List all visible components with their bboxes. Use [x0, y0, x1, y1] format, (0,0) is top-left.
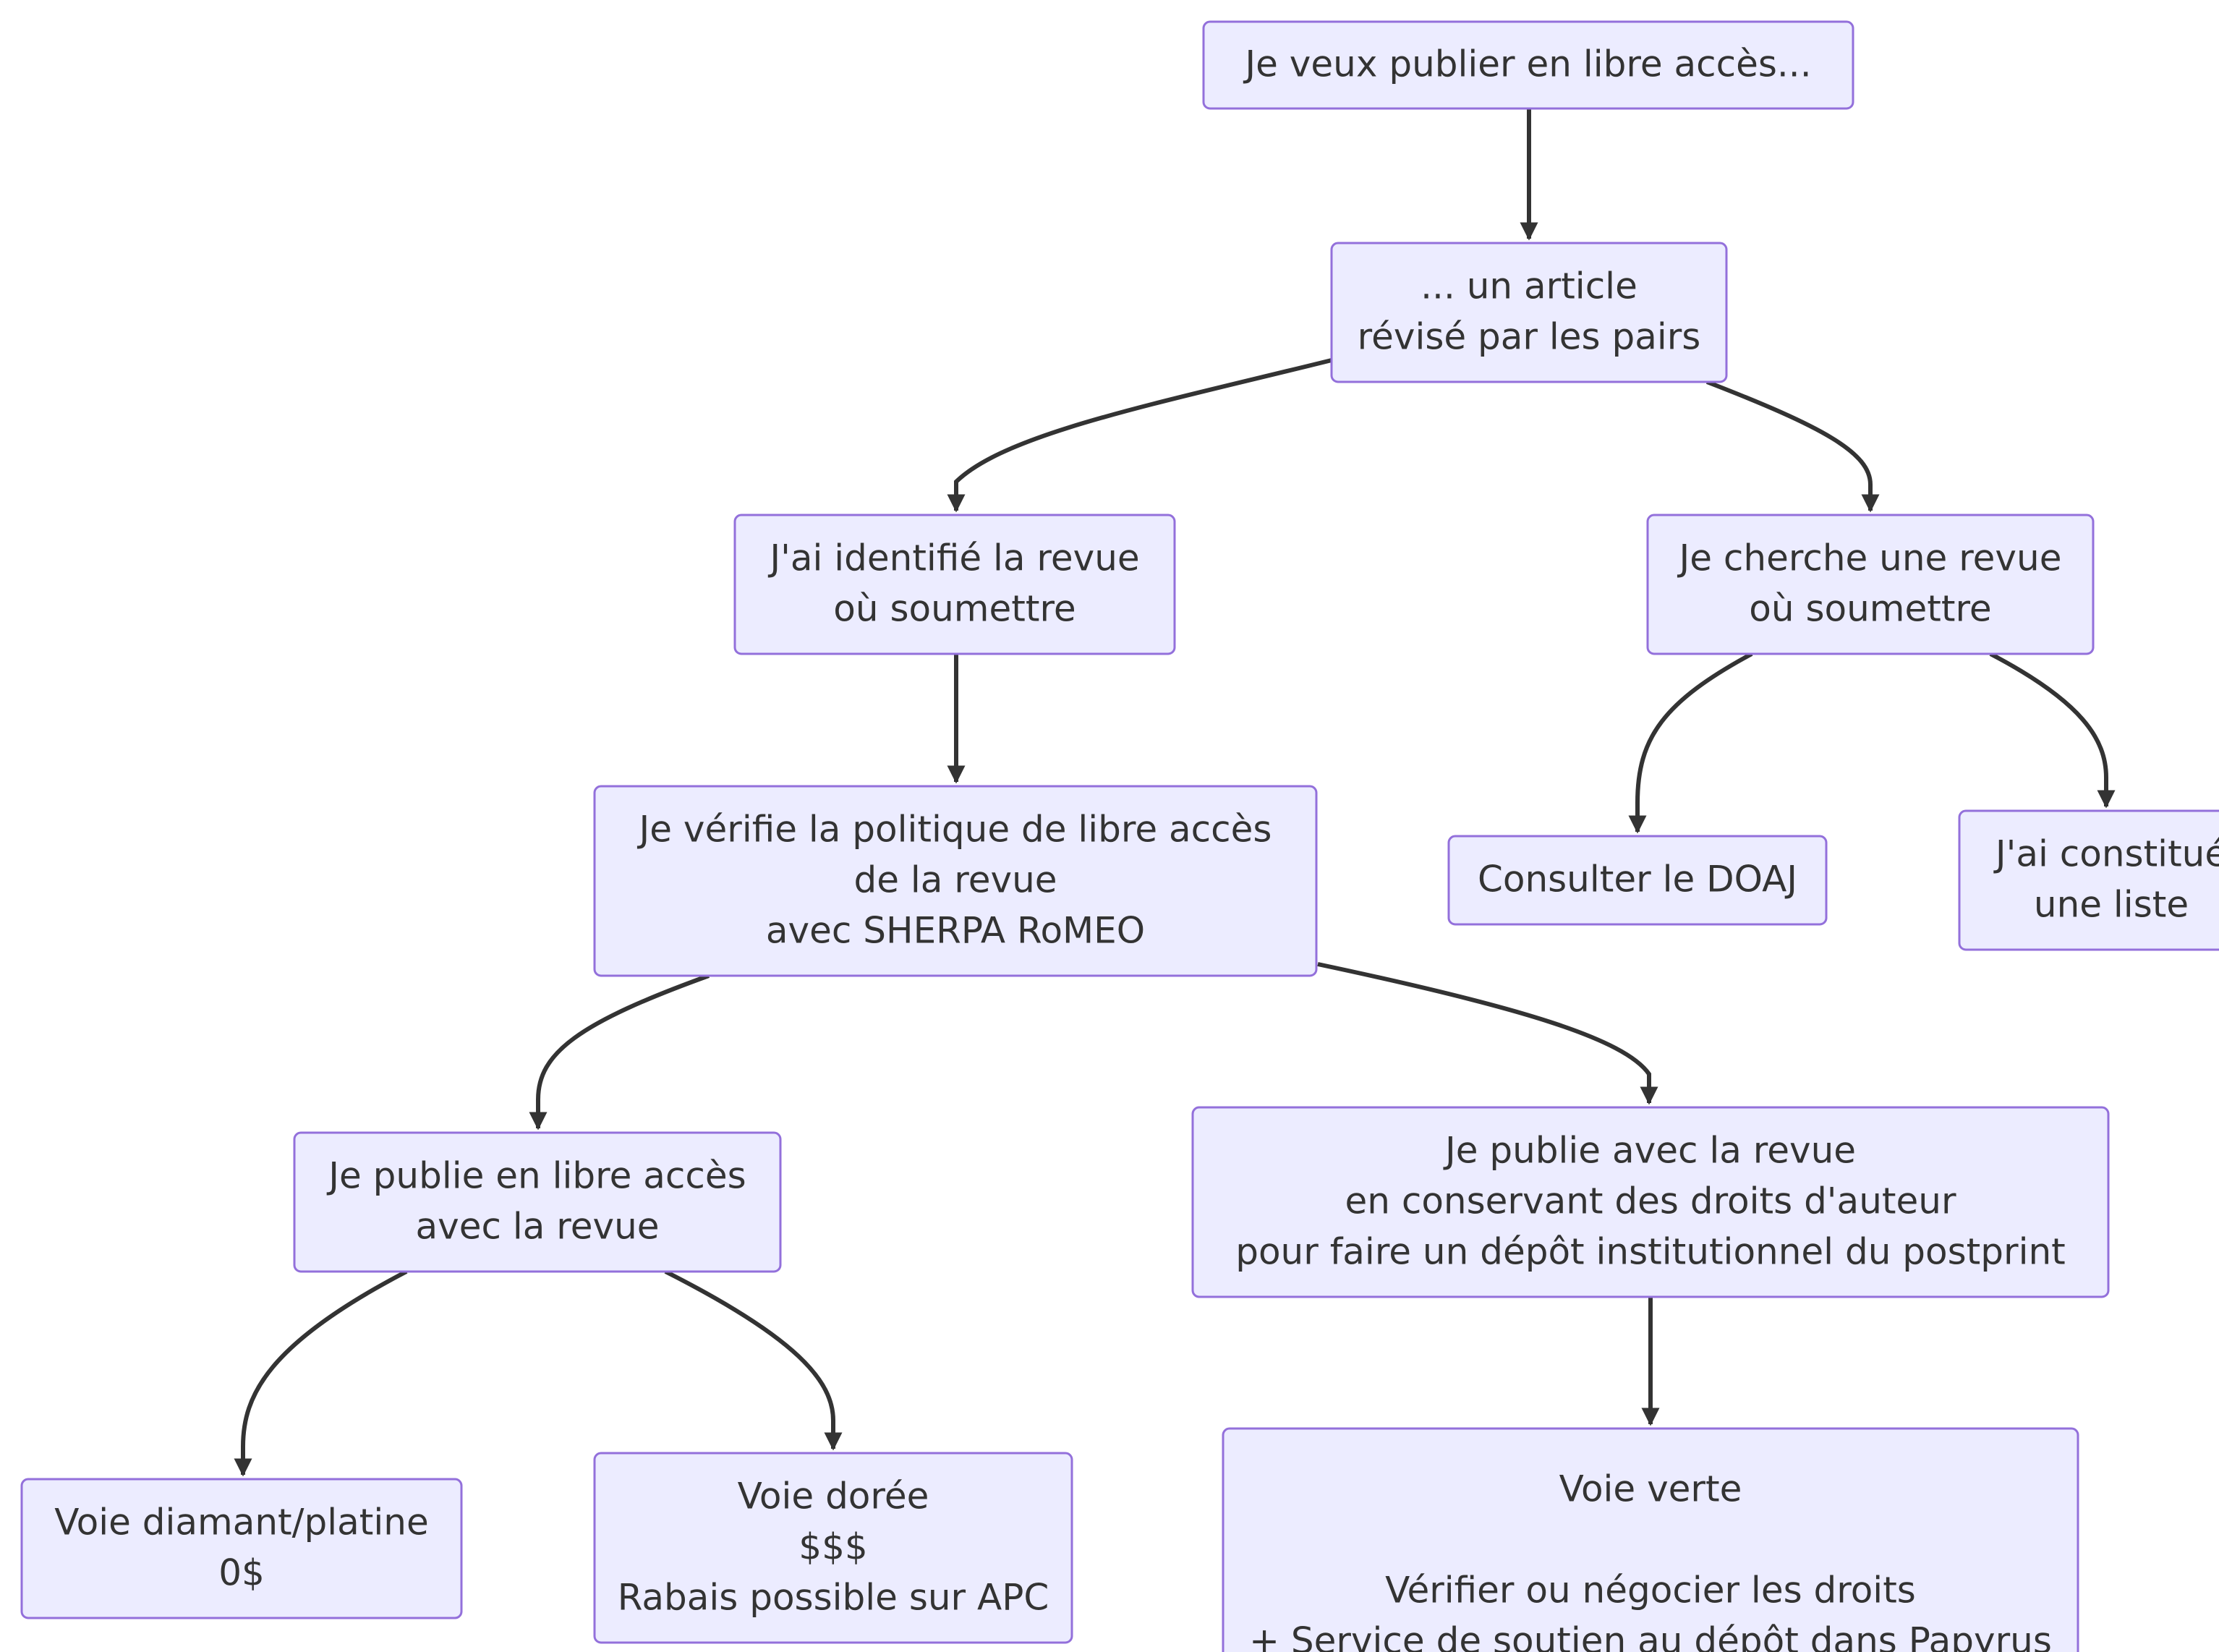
- node-label-search-line-1: où soumettre: [1749, 587, 1991, 629]
- edge-verify-to-publish_oa: [529, 974, 710, 1131]
- node-publish_rights: Je publie avec la revue en conservant des…: [1191, 1106, 2110, 1298]
- node-label-article-line-0: ... un article: [1421, 265, 1637, 307]
- node-gold: Voie dorée $$$ Rabais possible sur APC: [593, 1452, 1073, 1644]
- node-doaj: Consulter le DOAJ: [1447, 835, 1828, 926]
- node-start: Je veux publier en libre accès...: [1202, 20, 1854, 110]
- node-article: ... un article révisé par les pairs: [1330, 242, 1728, 383]
- node-label-list-line-1: une liste: [2034, 883, 2189, 925]
- node-label-verify-line-2: avec SHERPA RoMEO: [766, 909, 1145, 951]
- node-label-article-line-1: révisé par les pairs: [1358, 315, 1701, 357]
- node-label-diamond-line-1: 0$: [218, 1551, 265, 1593]
- node-box-publish_rights: [1191, 1106, 2110, 1298]
- node-diamond: Voie diamant/platine 0$: [20, 1478, 463, 1619]
- node-box-list: [1958, 809, 2219, 951]
- node-box-green: [1222, 1427, 2079, 1652]
- edge-article-to-identified: [947, 358, 1332, 513]
- node-box-doaj: [1447, 835, 1828, 926]
- node-label-green-line-0: Voie verte: [1559, 1468, 1742, 1510]
- node-list: J'ai constitué une liste: [1958, 809, 2219, 951]
- nodes-layer: Je veux publier en libre accès... ... un …: [20, 20, 2219, 1652]
- node-label-green-line-2: Vérifier ou négocier les droits: [1385, 1569, 1916, 1611]
- node-label-diamond-line-0: Voie diamant/platine: [54, 1501, 428, 1543]
- node-label-gold-line-2: Rabais possible sur APC: [618, 1576, 1049, 1618]
- node-label-publish_oa-line-1: avec la revue: [415, 1205, 659, 1247]
- node-label-identified-line-0: J'ai identifié la revue: [767, 537, 1139, 579]
- node-box-start: [1202, 20, 1854, 110]
- edges-layer: [234, 108, 2116, 1477]
- edge-search-to-list: [1989, 652, 2116, 809]
- node-label-gold-line-0: Voie dorée: [738, 1475, 929, 1517]
- node-label-gold-line-1: $$$: [798, 1525, 867, 1567]
- node-box-search: [1646, 514, 2095, 655]
- edge-article-to-search: [1705, 380, 1880, 513]
- node-box-verify: [593, 785, 1318, 977]
- node-label-publish_rights-line-0: Je publie avec la revue: [1443, 1129, 1856, 1171]
- node-box-article: [1330, 242, 1728, 383]
- node-box-publish_oa: [293, 1131, 782, 1273]
- node-label-green-line-3: + Service de soutien au dépôt dans Papyr…: [1249, 1619, 2052, 1652]
- node-box-diamond: [20, 1478, 463, 1619]
- edge-verify-to-publish_rights: [1317, 962, 1658, 1105]
- node-search: Je cherche une revue où soumettre: [1646, 514, 2095, 655]
- node-label-list-line-0: J'ai constitué: [1993, 833, 2219, 874]
- node-label-publish_rights-line-2: pour faire un dépôt institutionnel du po…: [1235, 1230, 2066, 1272]
- node-identified: J'ai identifié la revue où soumettre: [733, 514, 1176, 655]
- node-label-search-line-0: Je cherche une revue: [1677, 537, 2062, 579]
- node-verify: Je vérifie la politique de libre accès de…: [593, 785, 1318, 977]
- node-box-identified: [733, 514, 1176, 655]
- node-publish_oa: Je publie en libre accès avec la revue: [293, 1131, 782, 1273]
- edge-publish_oa-to-diamond: [234, 1269, 408, 1477]
- node-label-publish_oa-line-0: Je publie en libre accès: [326, 1154, 746, 1196]
- node-label-doaj-line-0: Consulter le DOAJ: [1478, 858, 1797, 900]
- edge-search-to-doaj: [1628, 652, 1753, 834]
- node-box-gold: [593, 1452, 1073, 1644]
- node-label-start-line-0: Je veux publier en libre accès...: [1243, 43, 1811, 85]
- edge-publish_oa-to-gold: [664, 1269, 843, 1451]
- node-label-publish_rights-line-1: en conservant des droits d'auteur: [1345, 1180, 1956, 1222]
- node-label-verify-line-0: Je vérifie la politique de libre accès: [637, 808, 1272, 850]
- node-label-verify-line-1: de la revue: [853, 859, 1057, 900]
- node-label-identified-line-1: où soumettre: [833, 587, 1076, 629]
